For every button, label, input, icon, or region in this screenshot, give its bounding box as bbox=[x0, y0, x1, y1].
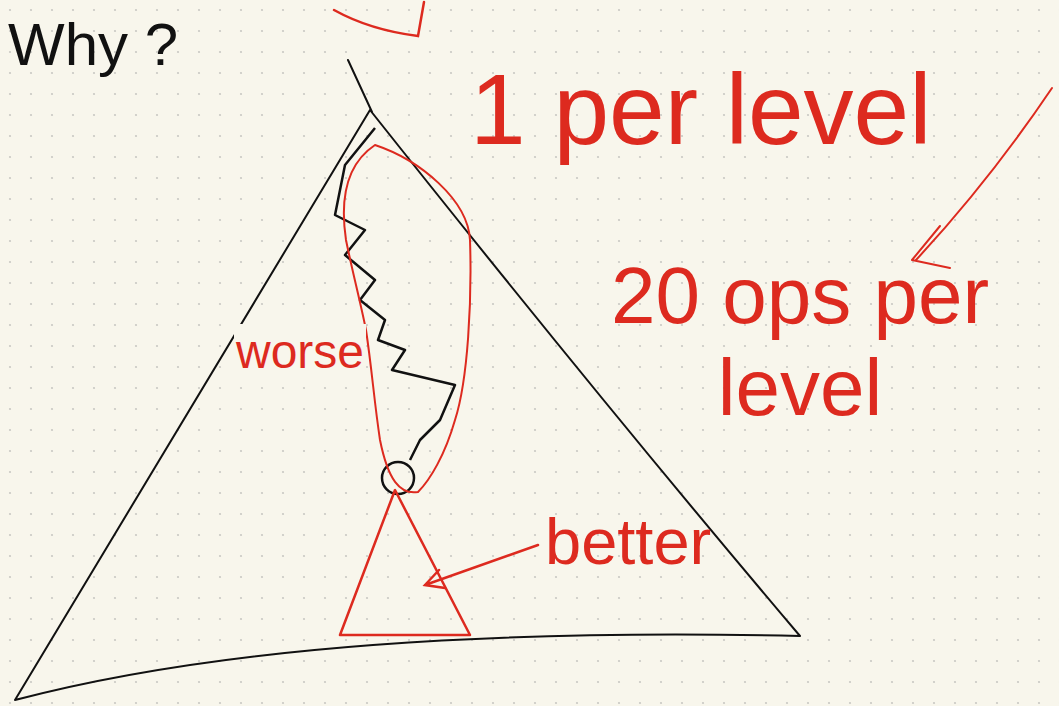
arrow-fragment bbox=[334, 2, 424, 36]
subtree-triangle bbox=[340, 490, 470, 635]
pointer-arrow bbox=[912, 88, 1052, 268]
better-label: better bbox=[545, 505, 711, 580]
search-path bbox=[335, 128, 455, 460]
ops-note: 20 ops per level bbox=[565, 250, 1035, 434]
worse-outline bbox=[344, 145, 471, 492]
question-note: Why ? bbox=[8, 10, 178, 79]
leader-arrow bbox=[425, 545, 538, 588]
worse-label: worse bbox=[234, 324, 366, 379]
level-note: 1 per level bbox=[470, 52, 931, 167]
